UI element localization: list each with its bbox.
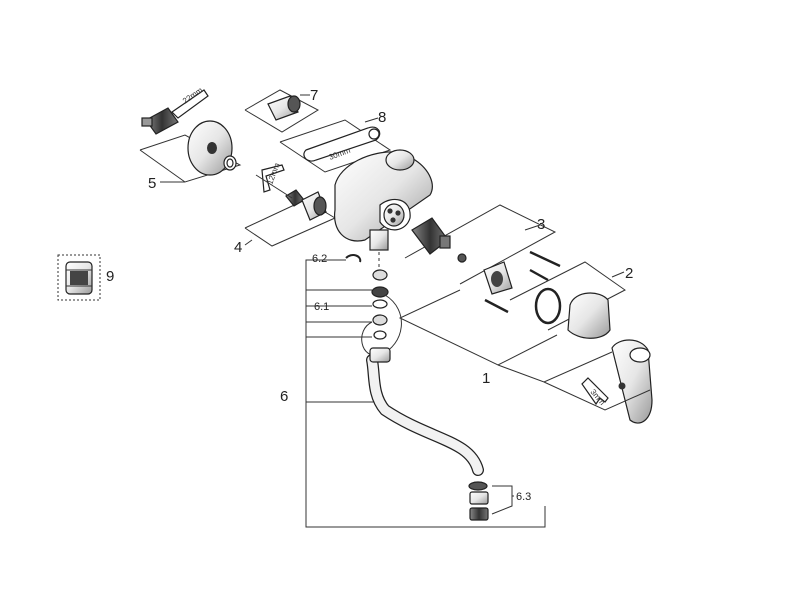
part-5-wall-connector: 22mm 5 [139, 85, 242, 192]
part-7-nut: 7 [244, 87, 320, 133]
callout-6-1: 6.1 [314, 301, 329, 313]
callout-3: 3 [537, 216, 545, 233]
callout-8: 8 [378, 109, 386, 126]
part-2-sleeve: 2 [509, 261, 633, 339]
callout-6-3: 6.3 [516, 491, 531, 503]
lever-handle: 3mm [581, 339, 653, 424]
part-6-spout-assembly: 6 6.1 6.2 6.3 [280, 253, 546, 528]
part-4-connector-set: 12mm 4 [234, 161, 337, 256]
part-1-leader: 1 [398, 289, 651, 411]
callout-4: 4 [234, 239, 242, 256]
part-3-cartridge-set: 3 [404, 204, 561, 314]
callout-2: 2 [625, 265, 633, 282]
callout-6: 6 [280, 388, 288, 405]
callout-1: 1 [482, 370, 490, 387]
callout-7: 7 [310, 87, 318, 104]
callout-6-2: 6.2 [312, 253, 327, 265]
mixer-body [334, 149, 433, 268]
callout-5: 5 [148, 175, 156, 192]
part-9-aerator: 9 [57, 254, 114, 301]
callout-9: 9 [106, 268, 114, 285]
